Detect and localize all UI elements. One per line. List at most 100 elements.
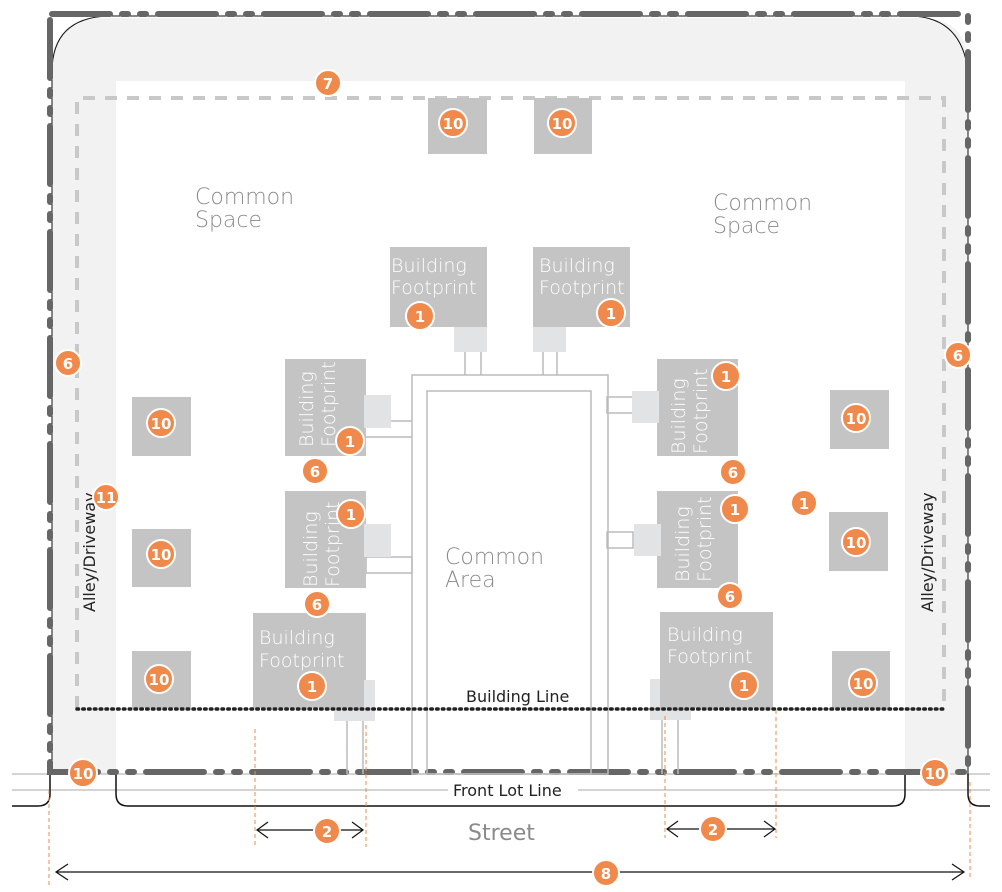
badge-2: 2 <box>699 815 727 843</box>
footprint-label-line1: Building <box>668 378 690 454</box>
svg-text:1: 1 <box>345 433 355 451</box>
badge-1: 1 <box>335 426 365 456</box>
svg-text:10: 10 <box>151 546 172 564</box>
svg-text:10: 10 <box>846 534 867 552</box>
badge-10: 10 <box>841 403 871 433</box>
svg-text:2: 2 <box>322 823 332 841</box>
badge-10: 10 <box>438 108 468 138</box>
setback-zones <box>52 18 968 774</box>
svg-text:1: 1 <box>730 501 740 519</box>
badge-11: 11 <box>92 483 120 511</box>
badge-2: 2 <box>313 817 341 845</box>
badge-6: 6 <box>301 457 329 485</box>
porch <box>632 391 659 423</box>
footprint-label-line1: Building <box>672 506 694 582</box>
common-area-line1: Common <box>445 545 544 570</box>
common-area-line2: Area <box>445 568 496 593</box>
footprint-label-line1: Building <box>259 627 335 649</box>
porch <box>533 327 566 352</box>
svg-text:6: 6 <box>953 347 963 365</box>
setback-line <box>75 96 946 708</box>
common-space-left-line1: Common <box>195 185 294 210</box>
badge-1: 1 <box>790 489 818 517</box>
lot-line <box>47 11 971 775</box>
svg-text:10: 10 <box>151 415 172 433</box>
badge-1: 1 <box>729 670 759 700</box>
svg-text:6: 6 <box>728 464 738 482</box>
badge-1: 1 <box>297 671 327 701</box>
svg-text:1: 1 <box>799 495 809 513</box>
badge-10: 10 <box>146 539 176 569</box>
svg-text:10: 10 <box>853 675 874 693</box>
badges: 7 10 10 10 10 10 10 10 10 10 10 6 6 6 6 … <box>54 69 972 887</box>
svg-text:1: 1 <box>307 678 317 696</box>
building-line-label: Building Line <box>466 687 569 706</box>
footprint-top-left: Building Footprint <box>390 247 487 352</box>
svg-text:10: 10 <box>846 410 867 428</box>
svg-text:6: 6 <box>312 596 322 614</box>
footprint-label-line2: Footprint <box>694 496 716 582</box>
common-space-right-line1: Common <box>713 191 812 216</box>
svg-text:10: 10 <box>443 115 464 133</box>
badge-7: 7 <box>314 69 342 97</box>
common-space-left-line2: Space <box>195 208 262 233</box>
badge-10: 10 <box>841 527 871 557</box>
footprint-label-line1: Building <box>391 255 467 277</box>
badge-6: 6 <box>303 590 331 618</box>
badge-1: 1 <box>720 494 750 524</box>
porch <box>364 395 391 428</box>
footprint-label-line2: Footprint <box>690 368 712 454</box>
text-labels: Common Space Common Space Common Area Al… <box>80 185 937 846</box>
footprint-label-line2: Footprint <box>259 650 345 672</box>
badge-1: 1 <box>336 499 366 529</box>
svg-text:1: 1 <box>415 308 425 326</box>
svg-text:10: 10 <box>73 765 94 783</box>
badge-10: 10 <box>547 108 577 138</box>
footprint-front-right: Building Footprint <box>650 612 773 720</box>
badge-6: 6 <box>54 349 82 377</box>
badge-10: 10 <box>68 758 98 788</box>
footprint-label-line2: Footprint <box>318 361 340 447</box>
front-lot-line-label: Front Lot Line <box>453 781 562 800</box>
dimension-lines <box>48 710 971 886</box>
badge-6: 6 <box>944 341 972 369</box>
svg-text:10: 10 <box>925 765 946 783</box>
common-area-inner <box>426 390 592 775</box>
svg-text:6: 6 <box>63 355 73 373</box>
buildable-area <box>116 81 905 774</box>
badge-10: 10 <box>146 408 176 438</box>
svg-text:10: 10 <box>149 671 170 689</box>
badge-1: 1 <box>711 361 741 391</box>
svg-text:6: 6 <box>725 588 735 606</box>
footprint-label-line2: Footprint <box>667 646 753 668</box>
svg-text:11: 11 <box>96 489 117 507</box>
street-label: Street <box>468 821 535 846</box>
footprint-front-left: Building Footprint <box>253 613 375 721</box>
badge-6: 6 <box>716 582 744 610</box>
badge-10: 10 <box>848 668 878 698</box>
footprint-label-line1: Building <box>300 511 322 587</box>
footprint-label-line2: Footprint <box>322 501 344 587</box>
svg-text:1: 1 <box>346 506 356 524</box>
svg-text:10: 10 <box>552 115 573 133</box>
footprint-label-line1: Building <box>667 624 743 646</box>
alley-label-left: Alley/Driveway <box>80 492 99 612</box>
footprint-label-line2: Footprint <box>539 277 625 299</box>
porch <box>454 327 487 352</box>
porch <box>364 524 391 557</box>
svg-text:1: 1 <box>739 677 749 695</box>
svg-text:1: 1 <box>606 305 616 323</box>
svg-text:8: 8 <box>601 865 611 883</box>
porch <box>634 524 661 556</box>
footprint-label-line2: Footprint <box>391 277 477 299</box>
badge-1: 1 <box>596 298 626 328</box>
alley-label-right: Alley/Driveway <box>918 492 937 612</box>
curb-lines <box>12 774 990 807</box>
footprint-label-line1: Building <box>539 255 615 277</box>
badge-10: 10 <box>920 758 950 788</box>
badge-6: 6 <box>719 458 747 486</box>
badge-8: 8 <box>592 859 620 887</box>
svg-text:1: 1 <box>721 368 731 386</box>
badge-10: 10 <box>144 664 174 694</box>
